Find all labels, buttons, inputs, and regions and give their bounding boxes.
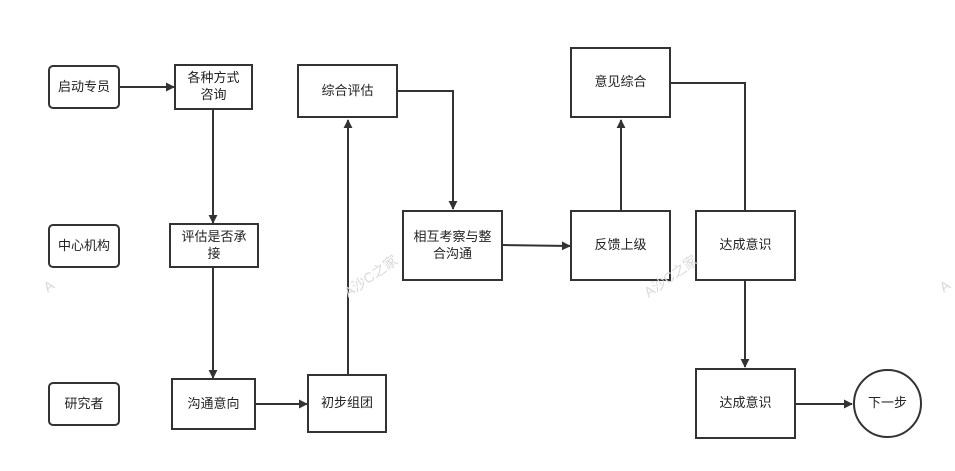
- node-feedback-superior: 反馈上级: [570, 210, 671, 281]
- node-consult-methods: 各种方式咨询: [174, 64, 253, 110]
- node-start-specialist: 启动专员: [48, 65, 120, 109]
- node-mutual-inspection: 相互考察与整合沟通: [402, 210, 503, 281]
- node-comprehensive-eval: 综合评估: [297, 64, 398, 118]
- node-assess-accept: 评估是否承接: [169, 223, 259, 268]
- node-researcher: 研究者: [48, 382, 120, 426]
- node-next-step: 下一步: [853, 369, 922, 438]
- node-center-agency: 中心机构: [48, 224, 120, 268]
- edge-inspection-to-feedback: [502, 241, 571, 251]
- node-opinion-summary: 意见综合: [570, 47, 671, 118]
- node-consensus-2: 达成意识: [695, 368, 796, 439]
- edge-opinion-to-consensus: [671, 82, 746, 210]
- edge-eval-to-inspection: [398, 90, 458, 210]
- node-consensus-1: 达成意识: [695, 210, 796, 281]
- node-initial-team: 初步组团: [307, 374, 387, 433]
- node-communicate-intent: 沟通意向: [171, 378, 256, 430]
